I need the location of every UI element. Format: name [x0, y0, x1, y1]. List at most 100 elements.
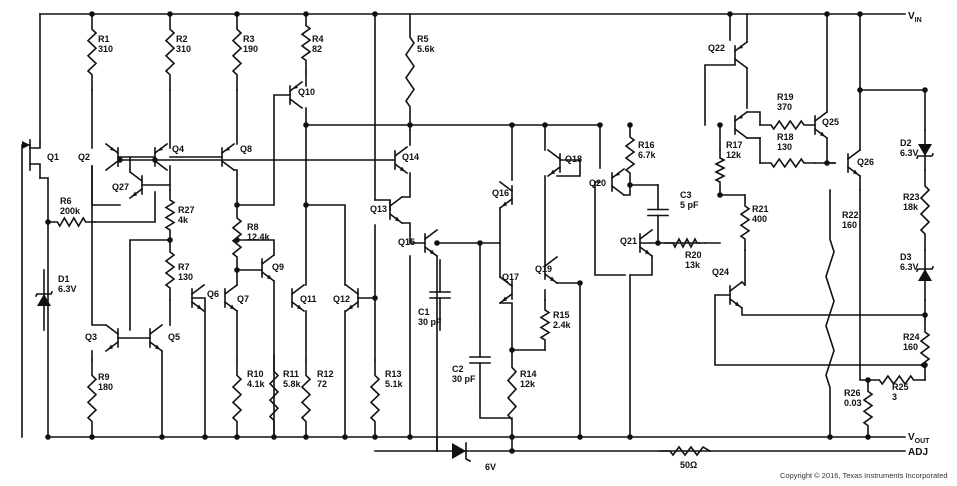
emitter-arrow: [645, 249, 650, 255]
transistor-label: Q1: [47, 152, 59, 162]
emitter-arrow: [738, 45, 743, 49]
transistor-q25: Q25: [813, 110, 839, 140]
resistor-body: [867, 374, 926, 386]
transistor-q2: Q2: [78, 142, 120, 172]
junction-dot: [372, 434, 378, 440]
wire: [29, 141, 41, 179]
diode-6v: 6V: [452, 442, 496, 472]
emitter-arrow: [225, 147, 230, 151]
resistor-body: [714, 149, 726, 191]
emitter-arrow: [158, 147, 163, 151]
junction-dot: [303, 11, 309, 17]
resistor-name: R27: [178, 205, 195, 215]
capacitor-name: C3: [680, 190, 692, 200]
resistor-r50: 50Ω: [659, 445, 712, 470]
junction-dot: [824, 160, 830, 166]
resistor-value: 200k: [60, 206, 81, 216]
resistor-value: 12k: [520, 379, 536, 389]
junction-dot: [597, 122, 603, 128]
wire: [236, 239, 275, 271]
transistor-label: Q8: [240, 144, 252, 154]
resistor-body: [624, 124, 636, 186]
emitter-arrow: [293, 85, 298, 89]
resistor-name: R7: [178, 262, 190, 272]
transistor-label: Q15: [398, 237, 415, 247]
emitter-arrow: [155, 344, 160, 350]
emitter-arrow: [297, 304, 302, 310]
resistor-body: [300, 13, 312, 73]
emitter-arrow: [395, 216, 400, 222]
wire: [499, 302, 513, 351]
collector: [388, 195, 404, 208]
collector: [344, 283, 360, 296]
resistor-body: [164, 13, 176, 91]
diode-triangle: [918, 144, 932, 156]
wire: [233, 169, 238, 206]
transistor-label: Q16: [492, 188, 509, 198]
adj-label: ADJ: [908, 447, 928, 458]
junction-dot: [89, 434, 95, 440]
transistor-label: Q18: [565, 154, 582, 164]
resistor-name: R12: [317, 369, 334, 379]
resistor-name: R10: [247, 369, 264, 379]
resistor-body: [405, 13, 415, 131]
resistor-name: R26: [844, 388, 861, 398]
resistor-value: 50Ω: [680, 460, 697, 470]
transistor-label: Q5: [168, 332, 180, 342]
gate-arrow: [22, 141, 30, 149]
wire: [191, 297, 206, 438]
resistor-value: 3: [892, 392, 897, 402]
emitter-arrow: [430, 249, 435, 255]
wire: [401, 172, 411, 198]
emitter-arrow: [230, 304, 235, 310]
wires: [21, 13, 926, 452]
resistor-body: [659, 445, 712, 457]
transistor-label: Q6: [207, 289, 219, 299]
resistor-value: 310: [98, 44, 113, 54]
resistor-body: [47, 216, 96, 228]
transistor-label: Q26: [857, 157, 874, 167]
resistor-value: 160: [842, 220, 857, 230]
capacitor-name: C2: [452, 364, 464, 374]
collector: [148, 323, 164, 336]
transistor-q18: Q18: [546, 148, 582, 178]
diode-triangle: [918, 269, 932, 281]
capacitor-value: 30 pF: [452, 374, 476, 384]
transistor-q27: Q27: [112, 170, 144, 200]
resistor-name: R16: [638, 140, 655, 150]
wire: [91, 165, 106, 326]
wire: [556, 282, 581, 438]
transistor-label: Q10: [298, 87, 315, 97]
junction-dot: [922, 312, 928, 318]
resistor-body: [506, 349, 518, 438]
junction-dot: [372, 11, 378, 17]
transistor-q24: Q24: [712, 267, 744, 310]
wire: [401, 222, 426, 244]
resistor-value: 82: [312, 44, 322, 54]
resistor-value: 5.6k: [417, 44, 436, 54]
resistor-r5: R55.6k: [405, 13, 436, 131]
wire: [21, 144, 31, 438]
emitter-arrow: [108, 344, 113, 350]
resistor-body: [919, 319, 931, 381]
transistor-q9: Q9: [260, 253, 284, 283]
wire: [129, 239, 171, 331]
wire: [479, 207, 501, 244]
transistor-q12: Q12: [333, 283, 360, 313]
collector: [260, 253, 276, 266]
transistor-q22: Q22: [708, 40, 749, 70]
diode-name: D2: [900, 138, 912, 148]
transistor-label: Q9: [272, 262, 284, 272]
junction-dot: [922, 87, 928, 93]
junction-dot: [303, 434, 309, 440]
wire: [305, 204, 346, 286]
emitter-arrow: [110, 147, 115, 151]
junction-dot: [509, 448, 515, 454]
junction-dot: [824, 11, 830, 17]
